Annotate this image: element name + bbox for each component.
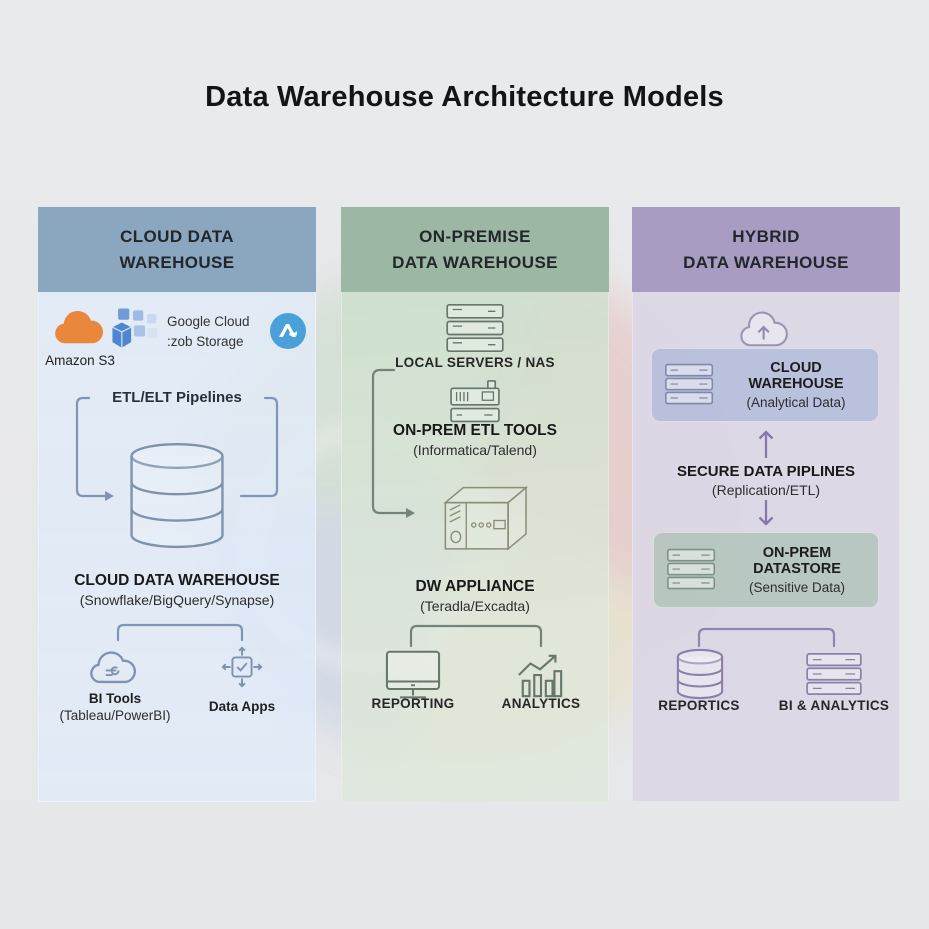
- reportics-label: REPORTICS: [658, 698, 740, 713]
- bi-cloud-icon: [90, 651, 136, 684]
- cloud-dw-title: CLOUD DATA WAREHOUSE: [74, 572, 280, 589]
- column-onprem-header-label: ON-PREMISE DATA WAREHOUSE: [392, 227, 558, 272]
- etl-device-icon: [450, 380, 500, 423]
- onprem-datastore-box-title: ON-PREM DATASTORE: [753, 545, 841, 577]
- cloud-warehouse-box-text: CLOUD WAREHOUSE (Analytical Data): [722, 360, 870, 410]
- onprem-datastore-box-text: ON-PREM DATASTORE (Sensitive Data): [724, 545, 870, 595]
- column-cloud: CLOUD DATA WAREHOUSE Amazon S3 Google Cl…: [38, 207, 316, 802]
- dw-appliance-subtitle: (Teradla/Excadta): [420, 598, 530, 614]
- column-onprem: ON-PREMISE DATA WAREHOUSE LOCAL SERVERS …: [341, 207, 609, 802]
- bi-tools-label: BI Tools: [88, 691, 142, 706]
- bi-tools-sublabel: (Tableau/PowerBI): [59, 708, 171, 723]
- cloud-warehouse-box-subtitle: (Analytical Data): [746, 395, 846, 410]
- column-hybrid-header-label: HYBRID DATA WAREHOUSE: [683, 227, 849, 272]
- onprem-datastore-box-subtitle: (Sensitive Data): [748, 580, 846, 595]
- google-cloud-storage-label: Google Cloud :zob Storage: [167, 314, 250, 349]
- column-cloud-header-label: CLOUD DATA WAREHOUSE: [119, 227, 235, 272]
- analytics-chart-icon: [518, 654, 563, 698]
- column-onprem-header: ON-PREMISE DATA WAREHOUSE: [341, 207, 609, 292]
- data-apps-icon: [221, 646, 263, 688]
- onprem-datastore-box: ON-PREM DATASTORE (Sensitive Data): [653, 532, 879, 608]
- dw-appliance-title: DW APPLIANCE: [415, 578, 535, 595]
- analytics-label: ANALYTICS: [501, 696, 581, 711]
- storage-cubes-icon: [112, 308, 158, 348]
- reporting-label: REPORTING: [371, 696, 455, 711]
- page-title: Data Warehouse Architecture Models: [205, 81, 724, 114]
- database-cylinder-icon: [130, 443, 224, 549]
- column-cloud-header: CLOUD DATA WAREHOUSE: [38, 207, 316, 292]
- server-stack-green-icon: [667, 548, 716, 590]
- data-apps-label: Data Apps: [208, 699, 276, 714]
- local-servers-label: LOCAL SERVERS / NAS: [395, 355, 555, 370]
- server-stack-blue-icon: [665, 363, 714, 405]
- arrow-up-icon: [758, 430, 774, 458]
- server-stack-purple-icon: [806, 653, 862, 696]
- server-rack-icon: [446, 304, 504, 352]
- cloud-warehouse-box-title: CLOUD WAREHOUSE: [748, 360, 844, 392]
- dw-appliance-icon: [443, 486, 529, 551]
- column-hybrid-header: HYBRID DATA WAREHOUSE: [632, 207, 900, 292]
- onprem-etl-subtitle: (Informatica/Talend): [413, 442, 537, 458]
- cloud-dw-subtitle: (Snowflake/BigQuery/Synapse): [79, 592, 275, 608]
- onprem-etl-title: ON-PREM ETL TOOLS: [393, 422, 557, 439]
- database-purple-icon: [676, 648, 724, 700]
- arrow-down-icon: [758, 500, 774, 526]
- secure-pipelines-title: SECURE DATA PIPLINES: [676, 463, 856, 480]
- cloud-upload-icon: [740, 311, 788, 347]
- etl-pipelines-label: ETL/ELT Pipelines: [112, 389, 242, 406]
- azure-circle-icon: [270, 313, 306, 349]
- column-hybrid: HYBRID DATA WAREHOUSE: [632, 207, 900, 802]
- secure-pipelines-subtitle: (Replication/ETL): [711, 482, 821, 498]
- bi-analytics-label: BI & ANALYTICS: [778, 698, 890, 713]
- amazon-s3-cloud-icon: [55, 310, 103, 344]
- cloud-warehouse-box: CLOUD WAREHOUSE (Analytical Data): [651, 348, 879, 422]
- amazon-s3-label: Amazon S3: [45, 353, 115, 368]
- monitor-icon: [385, 650, 441, 699]
